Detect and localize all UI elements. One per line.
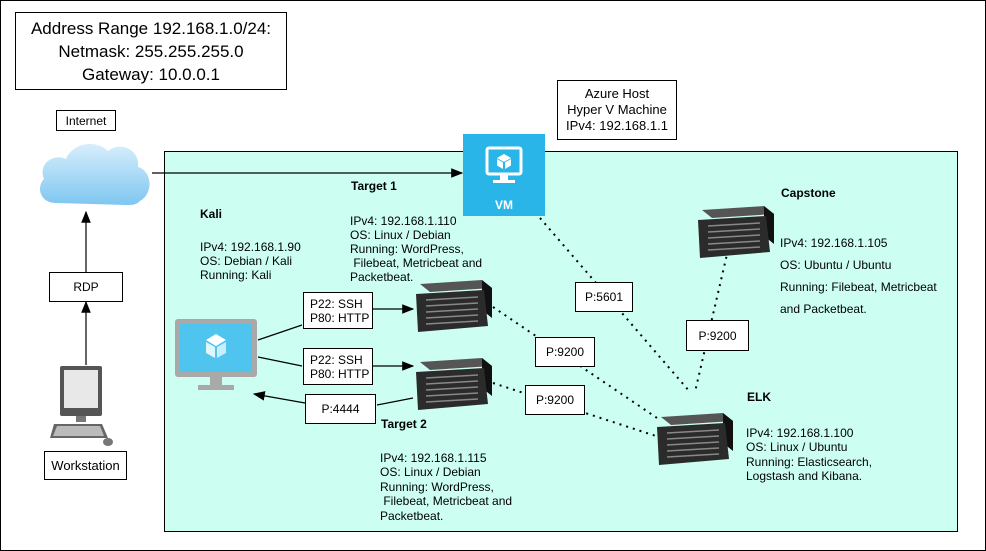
- capstone-running-2: and Packetbeat.: [780, 302, 867, 316]
- target2-reverse-line: [376, 397, 414, 406]
- azure-host-box: Azure Host Hyper V Machine IPv4: 192.168…: [557, 80, 677, 140]
- address-range-text: Address Range 192.168.1.0/24:: [30, 18, 272, 38]
- azure-network-area: [164, 151, 958, 532]
- target2-title: Target 2: [381, 417, 427, 431]
- monitor-icon: [485, 146, 523, 183]
- target1-es-port: P:9200: [545, 345, 585, 359]
- rdp-label: RDP: [73, 280, 99, 294]
- kali-vm-monitor-icon: [175, 319, 257, 390]
- target2-running-1: Running: WordPress,: [380, 480, 494, 494]
- rdp-box: RDP: [49, 272, 123, 302]
- target1-elk-dotted-link: [492, 306, 661, 421]
- kali-running: Running: Kali: [200, 268, 272, 282]
- target2-ssh-port: P22: SSH: [310, 352, 363, 367]
- kali-ipv4: IPv4: 192.168.1.90: [200, 240, 301, 254]
- kali-target2-link: [257, 356, 303, 367]
- target2-ipv4: IPv4: 192.168.1.115: [380, 451, 487, 465]
- netmask-text: Netmask: 255.255.255.0: [58, 41, 244, 61]
- elk-running-1: Running: Elasticsearch,: [746, 455, 873, 469]
- target1-server-icon: [416, 280, 492, 332]
- target2-running-2: Filebeat, Metricbeat and: [380, 494, 513, 508]
- workstation-computer-icon: [50, 366, 113, 446]
- vm-tile-icon: VM: [463, 134, 545, 216]
- target2-es-port: P:9200: [535, 393, 575, 407]
- target1-ports-box: P22: SSH P80: HTTP: [303, 292, 373, 329]
- elk-title: ELK: [747, 390, 771, 404]
- internet-label-box: Internet: [56, 110, 116, 131]
- gateway-text: Gateway: 10.0.0.1: [82, 64, 220, 84]
- capstone-ipv4: IPv4: 192.168.1.105: [780, 236, 888, 250]
- reverse-shell-port-box: P:4444: [305, 394, 376, 424]
- workstation-label: Workstation: [51, 457, 120, 473]
- target2-server-icon: [416, 358, 492, 410]
- target2-es-port-box: P:9200: [525, 385, 585, 415]
- reverse-shell-port: P:4444: [321, 402, 360, 416]
- kali-os: OS: Debian / Kali: [200, 254, 293, 268]
- target1-ipv4: IPv4: 192.168.1.110: [350, 214, 457, 228]
- target1-http-port: P80: HTTP: [310, 310, 370, 325]
- target1-running-2: Filebeat, Metricbeat and: [350, 256, 483, 270]
- elk-running-2: Logstash and Kibana.: [746, 469, 863, 483]
- target2-http-port: P80: HTTP: [310, 366, 370, 381]
- capstone-server-icon: [698, 206, 774, 258]
- cloud-icon: [40, 144, 150, 205]
- target1-ssh-port: P22: SSH: [310, 296, 363, 311]
- elk-ipv4: IPv4: 192.168.1.100: [746, 426, 854, 440]
- target2-ports-box: P22: SSH P80: HTTP: [303, 348, 373, 385]
- kibana-port-box: P:5601: [575, 282, 633, 312]
- capstone-running-1: Running: Filebeat, Metricbeat: [780, 280, 937, 294]
- capstone-title: Capstone: [781, 186, 836, 200]
- target1-os: OS: Linux / Debian: [350, 228, 451, 242]
- target1-title: Target 1: [351, 179, 397, 193]
- workstation-label-box: Workstation: [44, 451, 127, 480]
- address-range-box: Address Range 192.168.1.0/24: Netmask: 2…: [15, 12, 287, 90]
- internet-label: Internet: [65, 113, 107, 128]
- target2-running-3: Packetbeat.: [380, 509, 444, 523]
- azure-host-ipv4: IPv4: 192.168.1.1: [566, 118, 668, 133]
- elk-os: OS: Linux / Ubuntu: [746, 440, 848, 454]
- target1-running-3: Packetbeat.: [350, 270, 414, 284]
- target1-es-port-box: P:9200: [535, 337, 595, 367]
- capstone-es-port-box: P:9200: [686, 320, 749, 351]
- kali-target1-link: [257, 324, 303, 341]
- kali-title: Kali: [200, 207, 223, 221]
- target1-running-1: Running: WordPress,: [350, 242, 464, 256]
- reverse-kali-arrow: [252, 391, 306, 404]
- target2-os: OS: Linux / Debian: [380, 465, 481, 479]
- elk-server-icon: [657, 413, 733, 465]
- vm-label: VM: [495, 198, 513, 212]
- capstone-es-port: P:9200: [698, 328, 737, 343]
- capstone-os: OS: Ubuntu / Ubuntu: [780, 258, 892, 272]
- kibana-port: P:5601: [584, 290, 624, 304]
- azure-host-title: Azure Host: [584, 86, 650, 101]
- azure-host-type: Hyper V Machine: [567, 102, 667, 117]
